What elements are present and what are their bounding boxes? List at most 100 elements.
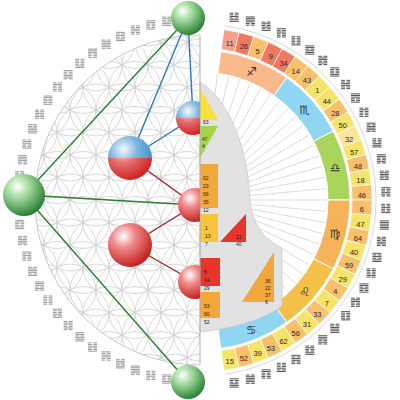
- hexagram-bar: [15, 171, 19, 172]
- hexagram-bar: [131, 374, 135, 375]
- hexagram-bar: [251, 375, 255, 376]
- label-anchor: 47: [202, 128, 208, 144]
- hexagram-bar: [28, 273, 32, 274]
- hexagram-bar: [359, 290, 363, 291]
- hexagram-bar: [382, 159, 386, 160]
- label-anchor: 29: [339, 269, 347, 285]
- hexagram-bar: [291, 358, 300, 359]
- hexagram-bar: [385, 171, 389, 172]
- hexagram-bar: [35, 114, 39, 115]
- hexagram-bar: [330, 71, 334, 72]
- label-anchor: 39: [253, 343, 261, 359]
- hexagram-bar: [387, 205, 391, 206]
- hexagram-bar: [18, 162, 22, 163]
- hexagram-bar: [43, 299, 47, 300]
- solar-plexus-center: [242, 252, 274, 302]
- hexagram-bar: [22, 257, 26, 258]
- hexagram-bar: [381, 195, 385, 196]
- hexagram-bar: [230, 21, 239, 22]
- hexagram-symbol: [53, 82, 62, 91]
- hexagram-bar: [318, 343, 322, 344]
- hexagram-bar: [246, 25, 250, 26]
- hexagram-bar: [35, 113, 44, 114]
- hexagram-symbol: [75, 332, 84, 341]
- hexagram-bar: [121, 37, 125, 38]
- hexagram-bar: [15, 222, 24, 223]
- hexagram-bar: [262, 23, 271, 24]
- flower-circle: [31, 61, 83, 113]
- hexagram-bar: [351, 102, 360, 103]
- hexagram-bar: [282, 366, 286, 367]
- hexagram-bar: [107, 358, 111, 359]
- hexagram-bar: [381, 212, 390, 213]
- hexagram-symbol: [262, 22, 271, 31]
- hexagram-bar: [35, 285, 44, 286]
- hexagram-bar: [131, 369, 140, 370]
- hexagram-bar: [93, 57, 97, 58]
- gate-number: 44: [323, 98, 331, 106]
- flower-circle: [44, 309, 96, 361]
- hexagram-bar: [365, 108, 369, 109]
- hexagram-bar: [230, 387, 239, 388]
- label-anchor: 32: [345, 129, 353, 145]
- center-gate-number: 6: [265, 300, 268, 305]
- hexagram-bar: [230, 19, 239, 20]
- sacral-center: [200, 258, 220, 286]
- hexagram-bar: [151, 371, 155, 372]
- hexagram-bar: [43, 97, 52, 98]
- label-anchor: 46: [358, 185, 366, 201]
- hexagram-bar: [64, 323, 73, 324]
- hexagram-bar: [235, 18, 239, 19]
- hexagram-symbol: [341, 311, 350, 320]
- hexagram-symbol: [277, 28, 286, 37]
- hexagram-bar: [131, 32, 135, 33]
- hexagram-bar: [162, 378, 166, 379]
- hexagram-bar: [116, 366, 125, 367]
- hexagram-bar: [346, 314, 350, 315]
- label-anchor: 14: [291, 61, 299, 77]
- hexagram-bar: [230, 14, 234, 15]
- hexagram-bar: [365, 111, 369, 112]
- hexagram-bar: [359, 288, 368, 289]
- blue-link: [130, 18, 188, 158]
- hexagram-bar: [102, 48, 106, 49]
- center-gate-number: 56: [203, 192, 209, 197]
- hexagram-bar: [323, 343, 327, 344]
- hexagram-symbol: [372, 253, 381, 262]
- hexagram-bar: [277, 32, 286, 33]
- hexagram-bar: [372, 256, 381, 257]
- hexagram-bar: [131, 366, 140, 367]
- hexagram-bar: [53, 317, 62, 318]
- hexagram-bar: [262, 30, 271, 31]
- label-anchor: 43: [303, 70, 311, 86]
- hexagram-bar: [81, 64, 85, 65]
- hexagram-bar: [246, 381, 255, 382]
- hexagram-bar: [69, 329, 73, 330]
- hexagram-bar: [297, 36, 301, 37]
- hexagram-bar: [372, 140, 376, 141]
- hexagram-bar: [377, 159, 381, 160]
- hexagram-symbol: [22, 139, 31, 148]
- hexagram-bar: [64, 75, 73, 76]
- hexagram-bar: [330, 74, 339, 75]
- hexagram-bar: [116, 367, 125, 368]
- hexagram-bar: [387, 194, 391, 195]
- hexagram-bar: [23, 236, 27, 237]
- gate-number: 4: [333, 288, 337, 296]
- gate-number: 7: [325, 300, 329, 308]
- hexagram-bar: [58, 86, 62, 87]
- hexagram-bar: [377, 163, 381, 164]
- flower-circle: [70, 309, 122, 361]
- red-sphere: [108, 223, 152, 267]
- hexagram-bar: [49, 102, 53, 103]
- hexagram-symbol: [305, 45, 314, 54]
- hexagram-symbol: [305, 346, 314, 355]
- hexagram-bar: [381, 210, 385, 211]
- label-anchor: ♎: [330, 159, 341, 175]
- hexagram-bar: [305, 347, 314, 348]
- throat-center: [200, 164, 218, 208]
- hexagram-symbol: [367, 123, 376, 132]
- hexagram-bar: [69, 72, 73, 73]
- root-center: [200, 292, 220, 318]
- center-gate-number: 7: [205, 242, 208, 247]
